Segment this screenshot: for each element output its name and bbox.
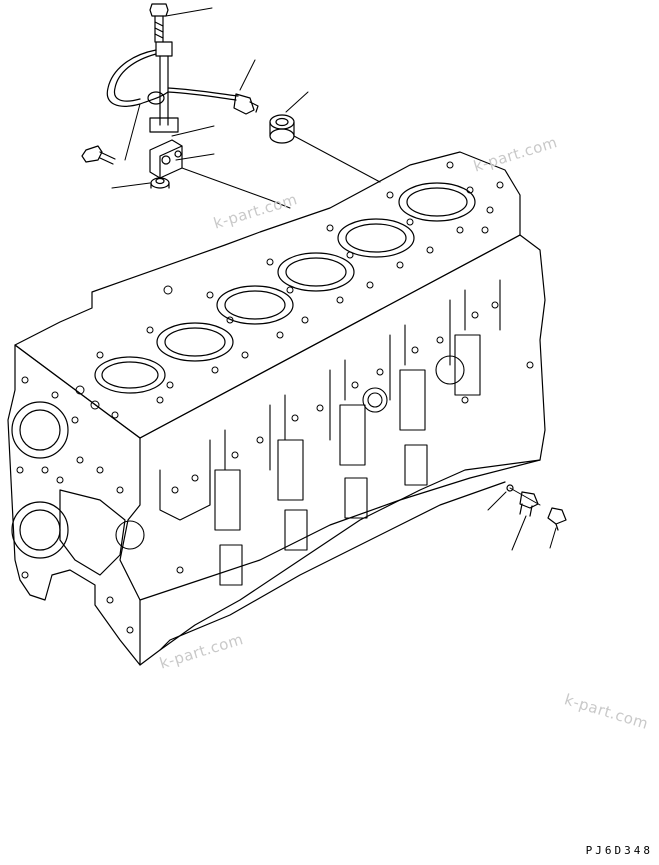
leader-lines [111, 7, 557, 551]
cylinder-block [7, 151, 546, 666]
assembly-guide-lines [181, 135, 541, 506]
sensor-harness-assembly [81, 3, 295, 189]
drawing-code: PJ6D348 [585, 844, 653, 857]
lower-right-fittings [506, 484, 567, 531]
